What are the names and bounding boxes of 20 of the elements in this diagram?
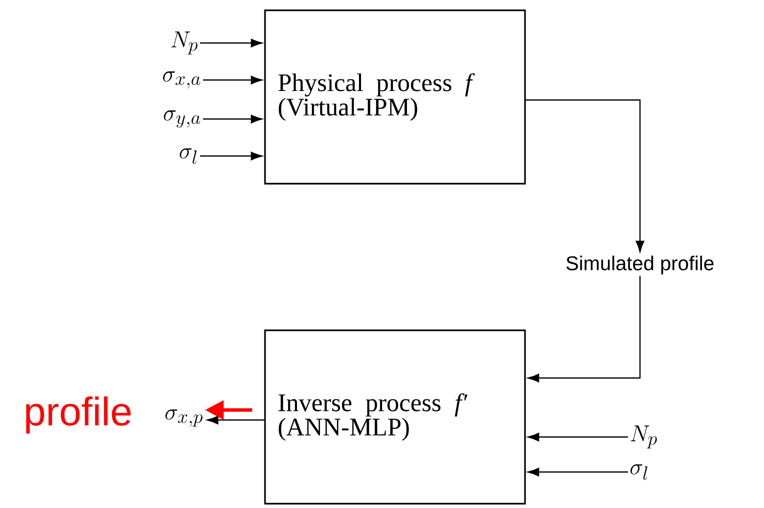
- annotation-label: profile: [26, 396, 131, 434]
- output-label: Simulated profile: [564, 254, 716, 276]
- arrow: [200, 152, 262, 160]
- output-symbol: $\sigma_{x,p}$: [165, 409, 202, 427]
- arrow: [200, 38, 262, 48]
- input-symbol: $\sigma_l$: [180, 148, 197, 164]
- arrow: [526, 99, 644, 252]
- input-symbol: $N_p$: [630, 426, 657, 448]
- input-symbol: $\sigma_{y,a}$: [164, 110, 200, 128]
- input-symbol: $N_p$: [171, 32, 198, 54]
- arrow: [528, 276, 641, 382]
- process-box: Physical process f (Virtual-IPM): [264, 10, 526, 184]
- arrow: [203, 76, 262, 84]
- arrow: [203, 114, 262, 124]
- arrow: [528, 468, 628, 476]
- input-symbol: $\sigma_l$: [630, 464, 648, 480]
- arrow: [528, 432, 628, 442]
- process-box: Inverse process f′ (ANN-MLP): [264, 330, 526, 504]
- arrow: [207, 416, 264, 424]
- input-symbol: $\sigma_{x,a}$: [163, 71, 200, 89]
